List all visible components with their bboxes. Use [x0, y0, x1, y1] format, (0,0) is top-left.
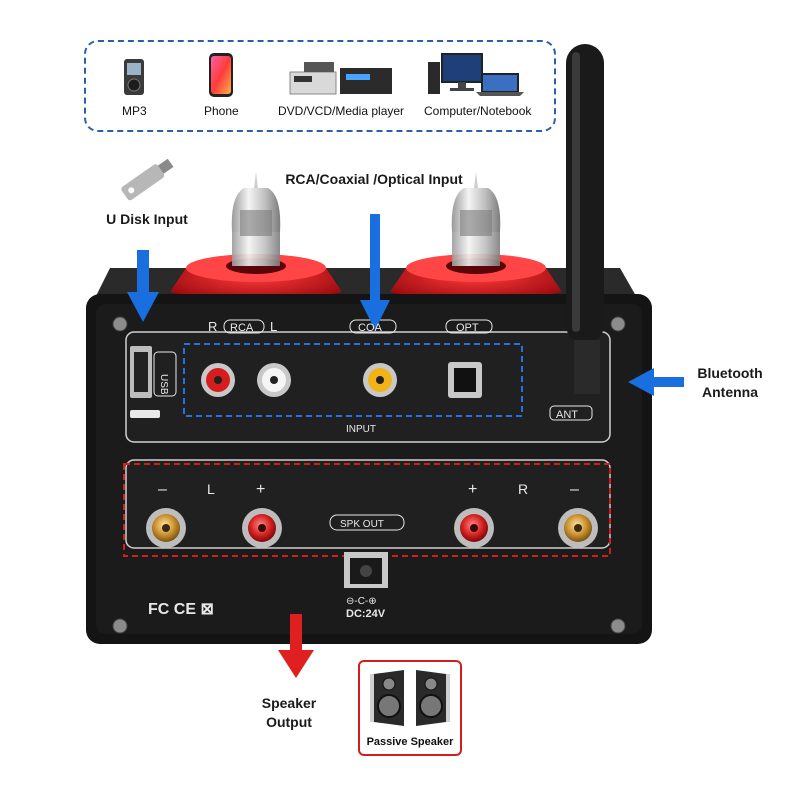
source-devices-box: MP3 Phone DVD/VCD/Media player Computer/… [84, 40, 556, 132]
source-media-player: DVD/VCD/Media player [278, 50, 404, 118]
passive-speaker-box: Passive Speaker [358, 660, 462, 756]
speaker-icon [370, 670, 450, 726]
arrow-speaker-output [278, 614, 314, 678]
mp3-player-icon [124, 59, 145, 95]
tube-right [390, 172, 562, 310]
opt-label: OPT [456, 322, 479, 334]
rca-r-label: R [208, 319, 217, 334]
usb-label: USB [158, 374, 169, 395]
bluetooth-label-line2: Antenna [702, 384, 758, 400]
source-mp3-label: MP3 [122, 104, 147, 118]
coaxial-jack [363, 363, 397, 397]
dc-voltage-label: DC:24V [346, 608, 386, 620]
rca-jack-left [257, 363, 291, 397]
spk-out-label: SPK OUT [340, 519, 384, 530]
tube-left [170, 172, 342, 310]
coax-label: COA [358, 322, 383, 334]
speaker-label-line1: Speaker [261, 695, 317, 711]
source-computer-label: Computer/Notebook [424, 104, 532, 118]
binding-post-right-minus [558, 508, 598, 548]
passive-speaker-label: Passive Speaker [366, 736, 454, 748]
source-phone-label: Phone [204, 104, 239, 118]
bluetooth-label-line1: Bluetooth [697, 365, 763, 381]
phone-icon [209, 53, 234, 97]
plus-right-label: + [468, 481, 477, 498]
plus-left-label: + [256, 481, 265, 498]
binding-post-left-plus [242, 508, 282, 548]
media-player-icon [289, 62, 393, 95]
input-label: INPUT [346, 424, 376, 435]
arrow-udisk [127, 250, 159, 322]
minus-right-label: – [570, 481, 579, 498]
source-computer: Computer/Notebook [424, 50, 531, 118]
l-label: L [207, 481, 215, 497]
arrow-bluetooth [628, 368, 684, 396]
binding-post-right-plus [454, 508, 494, 548]
ant-label: ANT [556, 409, 578, 421]
binding-post-left-minus [146, 508, 186, 548]
minus-left-label: – [158, 481, 167, 498]
bluetooth-antenna-label: Bluetooth Antenna [690, 364, 770, 402]
rca-l-label: L [270, 319, 277, 334]
r-label: R [518, 481, 528, 497]
dc-power-jack [344, 552, 388, 588]
certification-marks: FC CE ⊠ [148, 601, 214, 618]
arrow-rca-input [360, 214, 390, 330]
source-mp3: MP3 [122, 50, 147, 118]
usb-stick-icon [121, 158, 174, 201]
rca-jack-right [201, 363, 235, 397]
speaker-label-line2: Output [266, 714, 312, 730]
rca-coaxial-optical-input-label: RCA/Coaxial /Optical Input [285, 171, 463, 187]
computer-icon [427, 53, 524, 96]
bluetooth-antenna [566, 44, 604, 394]
dc-polarity-symbol: ⊖-C-⊕ [346, 596, 377, 607]
source-phone: Phone [204, 50, 239, 118]
speaker-output-label: Speaker Output [244, 694, 334, 732]
input-dashed-box [183, 343, 523, 417]
source-media-player-label: DVD/VCD/Media player [278, 104, 405, 118]
udisk-input-label: U Disk Input [106, 211, 188, 227]
optical-port [448, 362, 482, 398]
rca-label: RCA [230, 322, 254, 334]
